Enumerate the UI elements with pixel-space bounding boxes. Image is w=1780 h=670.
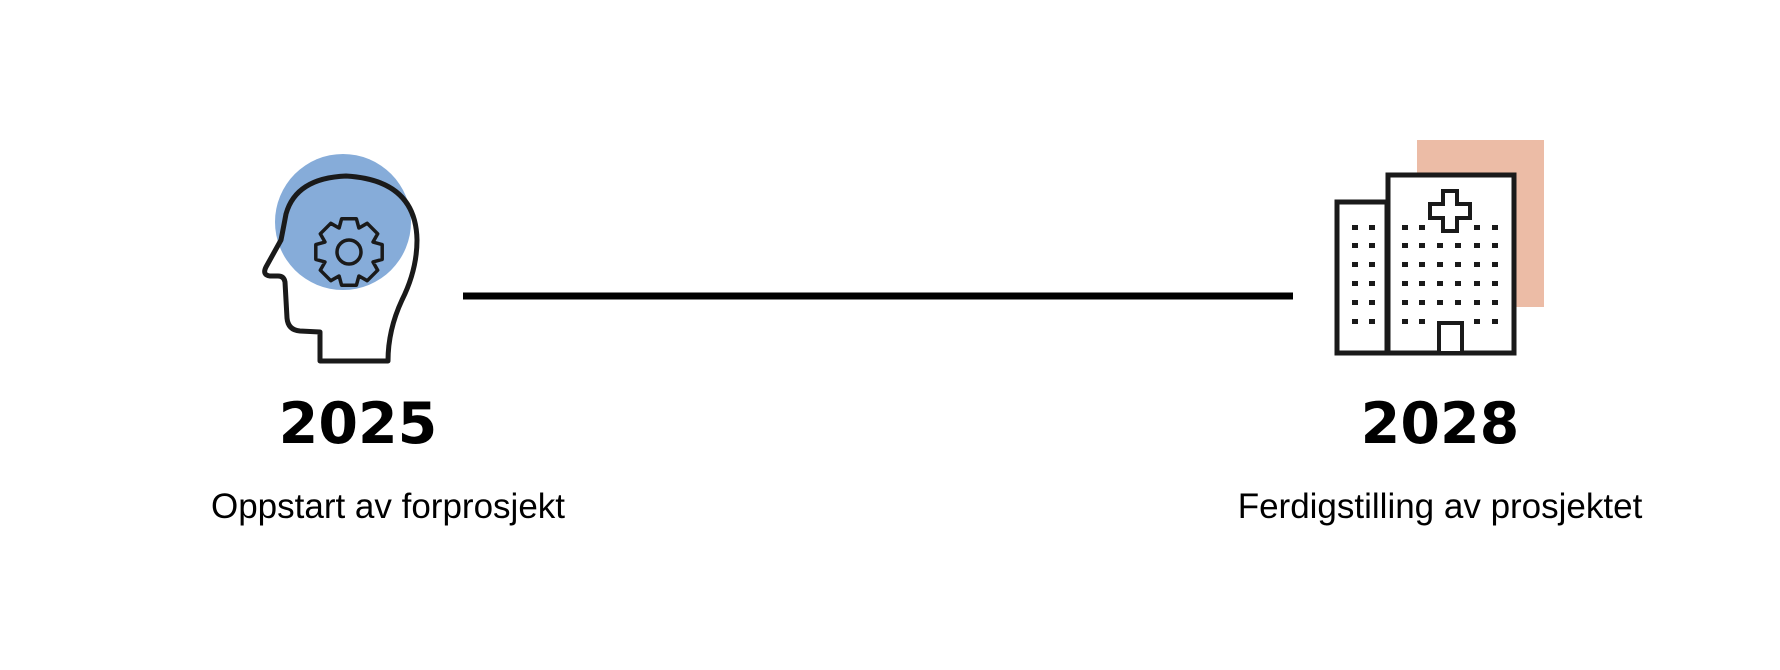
- window: [1402, 262, 1408, 267]
- window: [1352, 243, 1358, 248]
- milestone-end: 2028 Ferdigstilling av prosjektet: [1238, 140, 1643, 526]
- milestone-year: 2028: [1361, 391, 1520, 457]
- window: [1402, 319, 1408, 324]
- window: [1419, 243, 1425, 248]
- window: [1402, 300, 1408, 305]
- window: [1352, 225, 1358, 230]
- window: [1352, 319, 1358, 324]
- window: [1437, 300, 1443, 305]
- window: [1492, 243, 1498, 248]
- window: [1455, 281, 1461, 286]
- window: [1352, 281, 1358, 286]
- accent-circle: [275, 154, 411, 290]
- window: [1492, 225, 1498, 230]
- window: [1369, 319, 1375, 324]
- window: [1492, 319, 1498, 324]
- window: [1419, 225, 1425, 230]
- windows: [1352, 225, 1498, 324]
- side-building: [1334, 199, 1390, 356]
- window: [1369, 225, 1375, 230]
- window: [1474, 319, 1480, 324]
- window: [1437, 262, 1443, 267]
- door: [1437, 321, 1464, 355]
- gear-hole: [335, 238, 363, 266]
- window: [1352, 300, 1358, 305]
- window: [1419, 300, 1425, 305]
- window: [1402, 225, 1408, 230]
- window: [1455, 243, 1461, 248]
- milestone-year: 2025: [279, 391, 438, 457]
- hospital-icon: [1334, 140, 1544, 356]
- window: [1474, 262, 1480, 267]
- gear-icon: [314, 217, 384, 287]
- window: [1402, 243, 1408, 248]
- window: [1455, 262, 1461, 267]
- window: [1369, 281, 1375, 286]
- window: [1474, 243, 1480, 248]
- window: [1492, 262, 1498, 267]
- window: [1369, 243, 1375, 248]
- window: [1419, 319, 1425, 324]
- window: [1402, 281, 1408, 286]
- window: [1437, 243, 1443, 248]
- window: [1474, 281, 1480, 286]
- window: [1419, 262, 1425, 267]
- milestone-caption: Ferdigstilling av prosjektet: [1238, 487, 1643, 526]
- window: [1369, 262, 1375, 267]
- milestone-start: 2025 Oppstart av forprosjekt: [211, 154, 565, 526]
- medical-cross-icon: [1428, 189, 1472, 233]
- window: [1352, 262, 1358, 267]
- window: [1474, 225, 1480, 230]
- head-gear-icon: [262, 154, 420, 364]
- window: [1474, 300, 1480, 305]
- head-outline: [262, 173, 420, 364]
- window: [1492, 300, 1498, 305]
- milestone-caption: Oppstart av forprosjekt: [211, 487, 565, 526]
- window: [1492, 281, 1498, 286]
- window: [1455, 300, 1461, 305]
- window: [1369, 300, 1375, 305]
- window: [1419, 281, 1425, 286]
- window: [1437, 281, 1443, 286]
